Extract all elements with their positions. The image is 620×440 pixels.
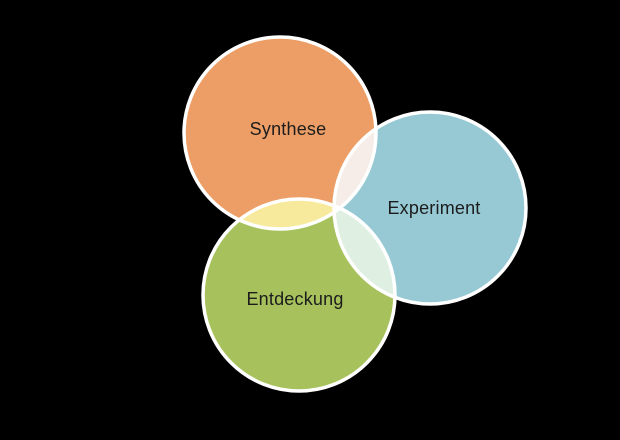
outline-experiment — [332, 110, 528, 306]
outline-synthese — [182, 35, 378, 231]
label-experiment: Experiment — [387, 198, 480, 218]
label-synthese: Synthese — [250, 119, 327, 139]
circle-synthese — [184, 37, 376, 229]
label-entdeckung: Entdeckung — [246, 289, 343, 309]
overlap-experiment-entdeckung — [334, 199, 395, 304]
outline-entdeckung — [201, 197, 397, 393]
